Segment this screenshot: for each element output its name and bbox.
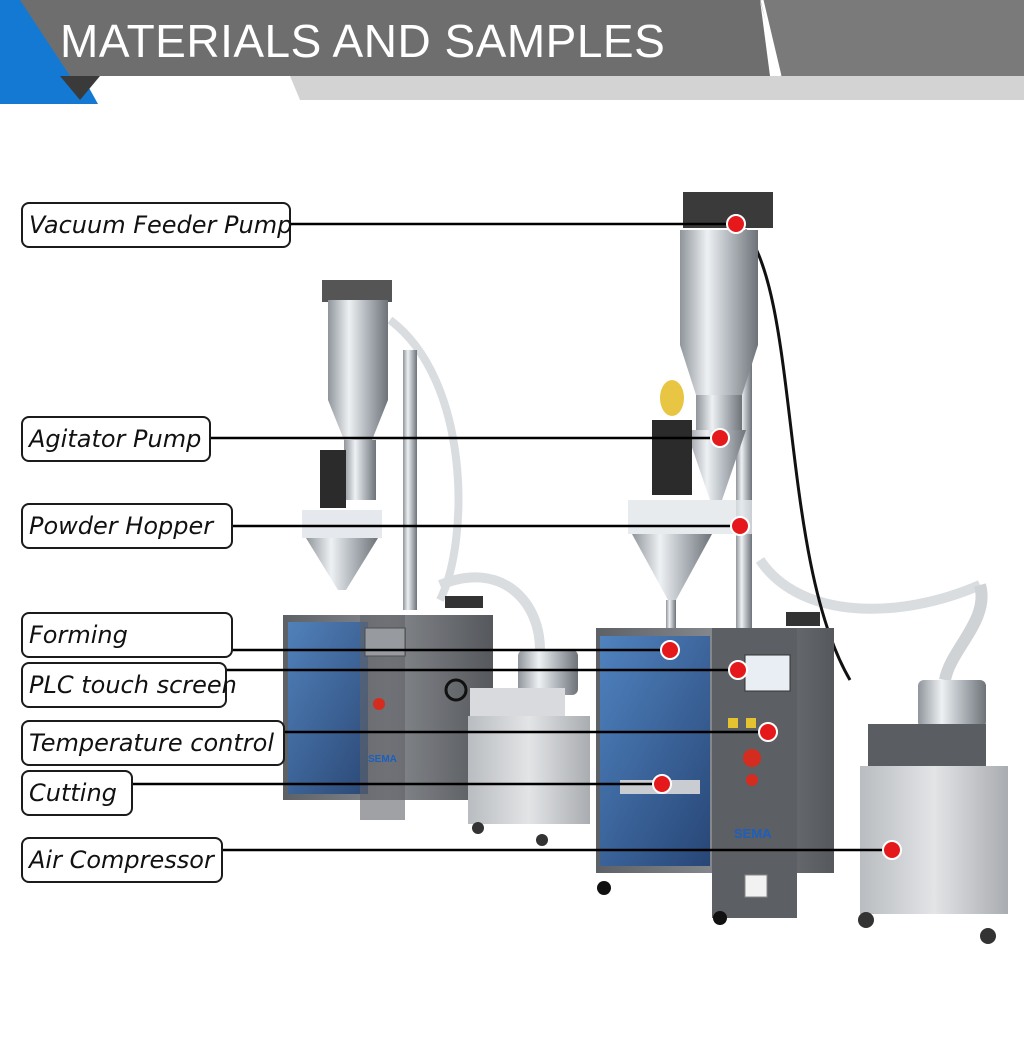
right-feeder-collar: [696, 395, 742, 430]
left-powder-hopper: [306, 538, 378, 590]
right-powder-hopper: [632, 534, 712, 600]
left-feeder-motor: [322, 280, 392, 302]
label-agitator-pump: Agitator Pump: [21, 416, 211, 462]
left-feeder-neck: [344, 440, 376, 500]
marker-forming: [660, 640, 680, 660]
right-control-box: [786, 612, 820, 626]
marker-agitator-pump: [710, 428, 730, 448]
left-hose: [387, 316, 463, 602]
left-support-post: [403, 350, 417, 610]
left-feeder-unit: [468, 650, 590, 846]
right-agitator-motor: [652, 420, 692, 495]
right-estop: [743, 749, 761, 767]
left-control-column: [360, 615, 405, 820]
right-switch-2: [746, 718, 756, 728]
right-compressor-box: [860, 766, 1008, 914]
left-hose-2: [438, 572, 545, 651]
left-feeder-cone: [328, 400, 388, 440]
left-logo: SEMA: [368, 754, 397, 765]
marker-powder-hopper: [730, 516, 750, 536]
right-fill-tube: [666, 600, 676, 640]
left-cable-ring: [444, 678, 468, 702]
marker-temperature-control: [758, 722, 778, 742]
marker-air-compressor: [882, 840, 902, 860]
right-hose: [755, 557, 983, 614]
banner-right-strip: [760, 0, 1024, 76]
right-wheel-1: [858, 912, 874, 928]
right-logo: SEMA: [734, 826, 772, 841]
label-cutting: Cutting: [21, 770, 133, 816]
left-hopper-guard: [302, 510, 382, 538]
label-plc-touch-screen: PLC touch screen: [21, 662, 237, 708]
left-blue-door: [288, 622, 368, 794]
right-switch-1: [728, 718, 738, 728]
banner-shadow: [60, 76, 100, 100]
left-wheel-2: [536, 834, 548, 846]
right-power-socket: [744, 874, 768, 898]
right-screen: [744, 654, 791, 692]
left-feeder-top: [470, 688, 565, 718]
right-filter-drum: [918, 680, 986, 728]
right-feeder-tube: [680, 230, 758, 345]
right-foot-2: [713, 911, 727, 925]
banner-main-strip: [20, 0, 770, 76]
leader-lines: [132, 222, 892, 852]
right-feeder-top: [868, 724, 986, 766]
left-filter-drum: [518, 650, 578, 695]
callout-markers: [652, 214, 902, 860]
left-feeder-tube: [328, 300, 388, 400]
left-packing-machine: SEMA: [283, 280, 545, 820]
left-feeder-box: [468, 716, 590, 824]
label-vacuum-feeder-pump: Vacuum Feeder Pump: [21, 202, 292, 248]
label-air-compressor: Air Compressor: [21, 837, 223, 883]
left-agitator-motor: [320, 450, 346, 508]
page-title: MATERIALS AND SAMPLES: [60, 15, 666, 67]
left-wheel-1: [472, 822, 484, 834]
marker-cutting: [652, 774, 672, 794]
right-agitator-cone: [686, 430, 746, 500]
right-feeder-unit: [858, 680, 1008, 944]
right-foot-1: [597, 881, 611, 895]
marker-plc-touch-screen: [728, 660, 748, 680]
header-banner: MATERIALS AND SAMPLES: [0, 0, 1024, 110]
label-temperature-control: Temperature control: [21, 720, 285, 766]
right-blue-door: [600, 636, 710, 866]
label-forming: Forming: [21, 612, 233, 658]
left-estop: [373, 698, 385, 710]
banner-divider: [760, 0, 782, 77]
right-yellow-cap: [660, 380, 684, 416]
banner-graphic: [0, 0, 1024, 104]
right-button: [746, 774, 758, 786]
label-powder-hopper: Powder Hopper: [21, 503, 233, 549]
right-wheel-2: [980, 928, 996, 944]
banner-light-stripe: [290, 76, 1024, 100]
right-cable: [743, 229, 852, 681]
right-feeder-cone: [680, 345, 758, 395]
marker-vacuum-feeder-pump: [726, 214, 746, 234]
left-control-box: [445, 596, 483, 608]
right-hose-2: [939, 583, 988, 682]
